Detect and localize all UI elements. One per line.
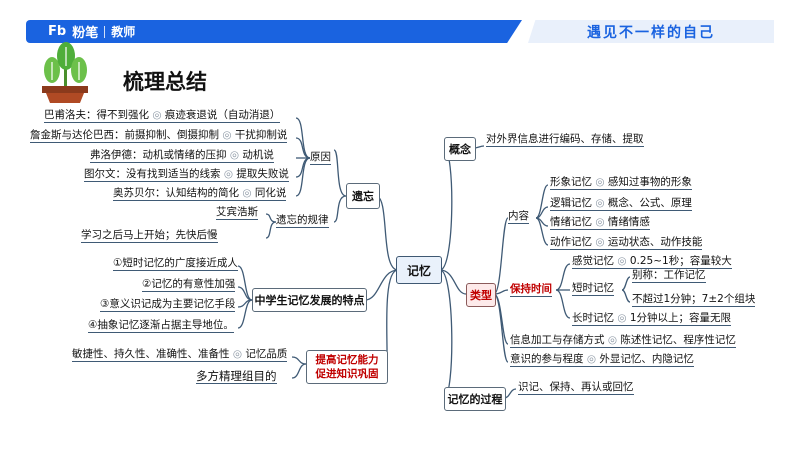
causes-label: 原因 bbox=[310, 151, 331, 165]
content-label: 内容 bbox=[508, 210, 529, 224]
center-node: 记忆 bbox=[396, 256, 442, 284]
slogan: 遇见不一样的自己 bbox=[528, 20, 774, 43]
duration-label: 保持时间 bbox=[510, 283, 552, 297]
logo-text: 粉笔 bbox=[72, 26, 99, 41]
content-item: 形象记忆 ◎ 感知过事物的形象 bbox=[550, 176, 692, 190]
concept-node: 概念 bbox=[444, 137, 476, 161]
forgetting-rule-label: 遗忘的规律 bbox=[276, 214, 329, 228]
page-title: 梳理总结 bbox=[123, 70, 207, 94]
middle-school-node: 中学生记忆发展的特点 bbox=[252, 288, 367, 312]
theory-row: 弗洛伊德：动机或情绪的压抑 ◎ 动机说 bbox=[90, 149, 274, 163]
improve-node: 提高记忆能力 促进知识巩固 bbox=[306, 350, 388, 384]
theory-row: 詹金斯与达伦巴西：前摄抑制、倒摄抑制 ◎ 干扰抑制说 bbox=[30, 129, 288, 143]
middle-school-item: ②记忆的有意性加强 bbox=[142, 278, 236, 292]
memory-quality-row: 敏捷性、持久性、准确性、准备性 ◎ 记忆品质 bbox=[72, 348, 288, 362]
theory-who: 巴甫洛夫：得不到强化 bbox=[44, 109, 149, 121]
middle-school-item: ③意义识记成为主要记忆手段 bbox=[100, 298, 236, 312]
potted-plant-icon bbox=[42, 42, 88, 103]
logo-role: 教师 bbox=[111, 25, 136, 39]
theory-name: 提取失败说 bbox=[236, 168, 289, 180]
theory-row: 奥苏贝尔：认知结构的简化 ◎ 同化说 bbox=[113, 187, 287, 201]
long-term-memory: 长时记忆 ◎ 1分钟以上；容量无限 bbox=[572, 312, 732, 326]
theory-who: 詹金斯与达伦巴西：前摄抑制、倒摄抑制 bbox=[30, 129, 219, 141]
quality-text: 敏捷性、持久性、准确性、准备性 bbox=[72, 348, 230, 360]
processing-row: 信息加工与存储方式 ◎ 陈述性记忆、程序性记忆 bbox=[510, 334, 736, 348]
types-node: 类型 bbox=[466, 283, 496, 307]
middle-school-item: ①短时记忆的广度接近成人 bbox=[113, 257, 238, 271]
logo-divider bbox=[104, 25, 106, 38]
middle-school-item: ④抽象记忆逐渐占据主导地位。 bbox=[88, 319, 234, 333]
quality-label: 记忆品质 bbox=[245, 348, 288, 360]
sensory-memory: 感觉记忆 ◎ 0.25~1秒；容量较大 bbox=[572, 255, 732, 269]
theory-name: 痕迹衰退说（自动消退） bbox=[164, 109, 281, 121]
logo-mark: Fb bbox=[48, 24, 67, 39]
short-term-alias: 别称：工作记忆 bbox=[632, 269, 706, 283]
header-bar bbox=[26, 20, 522, 43]
short-term-memory: 短时记忆 bbox=[572, 282, 614, 296]
process-node: 记忆的过程 bbox=[444, 387, 506, 411]
content-item: 情绪记忆 ◎ 情绪情感 bbox=[550, 216, 650, 230]
brand-logo: Fb 粉笔 教师 bbox=[48, 22, 135, 41]
rule-text: 学习之后马上开始；先快后慢 bbox=[81, 229, 218, 243]
content-item: 动作记忆 ◎ 运动状态、动作技能 bbox=[550, 236, 703, 250]
theory-name: 同化说 bbox=[254, 187, 287, 199]
method-text: 多方精理组目的 bbox=[196, 369, 277, 384]
short-term-desc: 不超过1分钟；7±2个组块 bbox=[632, 293, 756, 307]
theory-who: 弗洛伊德：动机或情绪的压抑 bbox=[90, 149, 227, 161]
forgetting-node: 遗忘 bbox=[346, 183, 380, 209]
theory-row: 巴甫洛夫：得不到强化 ◎ 痕迹衰退说（自动消退） bbox=[44, 109, 281, 123]
theory-name: 动机说 bbox=[242, 149, 274, 161]
concept-text: 对外界信息进行编码、存储、提取 bbox=[486, 133, 644, 147]
theory-name: 干扰抑制说 bbox=[234, 129, 288, 141]
theory-row: 图尔文：没有找到适当的线索 ◎ 提取失败说 bbox=[84, 168, 289, 182]
awareness-row: 意识的参与程度 ◎ 外显记忆、内隐记忆 bbox=[510, 353, 694, 367]
process-text: 识记、保持、再认或回忆 bbox=[518, 381, 634, 395]
theory-who: 奥苏贝尔：认知结构的简化 bbox=[113, 187, 239, 199]
theory-who: 图尔文：没有找到适当的线索 bbox=[84, 168, 221, 180]
rule-person: 艾宾浩斯 bbox=[216, 206, 258, 220]
content-item: 逻辑记忆 ◎ 概念、公式、原理 bbox=[550, 197, 692, 211]
